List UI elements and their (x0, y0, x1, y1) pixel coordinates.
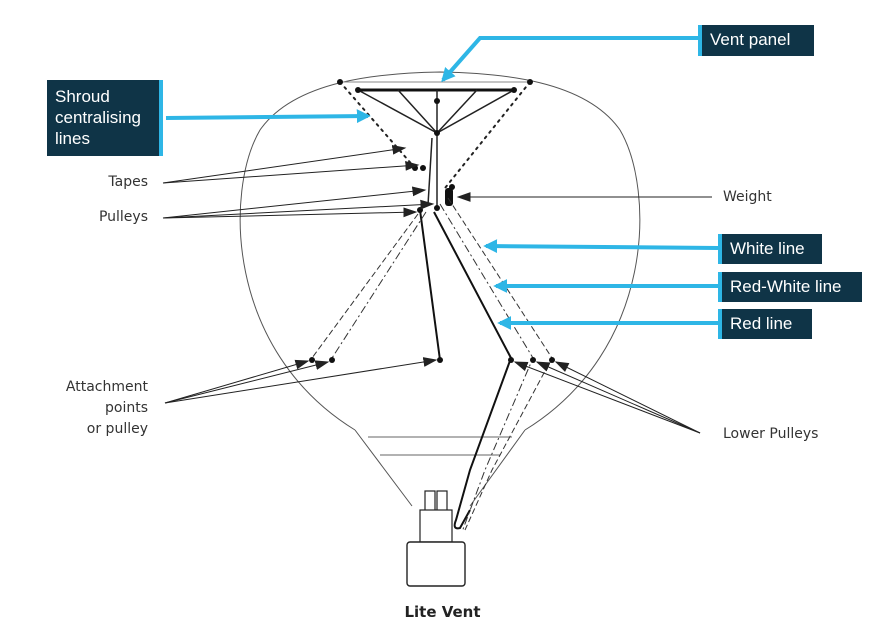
red-white-line-right (439, 203, 534, 533)
shroud-line-right (444, 81, 531, 189)
vent-panel-pointer (441, 36, 698, 83)
callout-white-line-text: White line (730, 239, 805, 258)
callout-white-line: White line (718, 234, 822, 264)
label-attachment-line-1: Attachment (65, 379, 148, 395)
balloon-envelope (239, 71, 641, 431)
white-line-right (447, 197, 553, 531)
lower-pulley-arrow-3 (554, 361, 701, 434)
label-attachment: Attachment points or pulley (40, 377, 148, 440)
pulleys-arrow-1 (162, 186, 427, 219)
vent-tape-5 (436, 89, 515, 134)
label-tapes: Tapes (108, 174, 148, 190)
callout-shroud-line-3: lines (55, 129, 90, 148)
pulleys-arrow-2 (162, 199, 435, 219)
label-attachment-line-2: points (105, 400, 148, 416)
callout-vent-panel-text: Vent panel (710, 30, 791, 49)
callout-red-white-line: Red-White line (718, 272, 862, 302)
weight-block (445, 188, 453, 206)
red-white-line-left (331, 211, 427, 359)
callout-vent-panel: Vent panel (698, 25, 814, 56)
white-line-pointer (483, 239, 719, 254)
attachment-dots (309, 79, 555, 363)
callout-red-white-line-text: Red-White line (730, 277, 842, 296)
vent-tape-4 (436, 89, 478, 134)
callout-red-line: Red line (718, 309, 812, 339)
central-line-2 (427, 137, 433, 206)
callout-shroud-line-2: centralising (55, 108, 141, 127)
tapes-arrow-2 (162, 160, 420, 184)
label-lower-pulleys: Lower Pulleys (723, 426, 819, 442)
callout-shroud: Shroud centralising lines (47, 80, 163, 156)
burner-frame (419, 509, 453, 543)
white-line-left (311, 213, 419, 359)
diagram-caption: Lite Vent (404, 603, 481, 621)
vent-tape-1 (357, 89, 438, 134)
attach-arrow-2 (164, 360, 330, 404)
lower-pulley-arrow-2 (535, 361, 701, 434)
label-attachment-line-3: or pulley (86, 421, 148, 437)
tapes-arrow-1 (162, 144, 407, 184)
attach-arrow-1 (164, 359, 310, 404)
balloon-skirt (354, 429, 526, 507)
callout-shroud-line-1: Shroud (55, 87, 110, 106)
label-pulleys: Pulleys (98, 209, 148, 225)
shroud-pointer (165, 109, 371, 124)
lower-pulley-arrow-1 (513, 361, 701, 434)
shroud-line-left (339, 81, 416, 169)
attach-arrow-3 (164, 357, 438, 404)
red-line (419, 209, 513, 530)
label-weight: Weight (723, 189, 772, 205)
vent-tape-2 (397, 89, 438, 134)
basket (406, 541, 466, 587)
callout-red-line-text: Red line (730, 314, 793, 333)
pulleys-arrow-3 (162, 207, 418, 219)
